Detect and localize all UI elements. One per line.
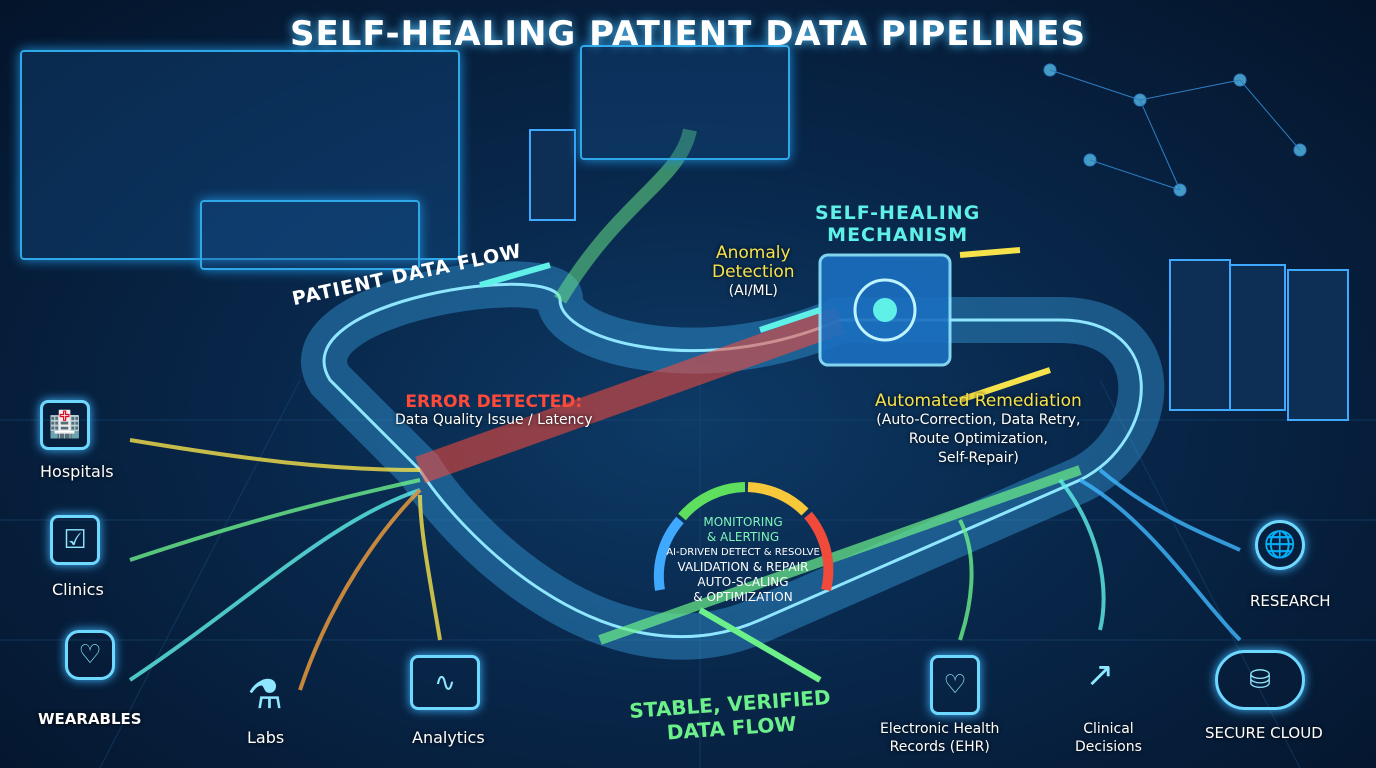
source-analytics: Analytics — [412, 728, 485, 747]
output-research: RESEARCH — [1250, 592, 1331, 610]
anomaly-line1: Anomaly — [716, 243, 791, 263]
clinical-line1: Clinical — [1083, 721, 1134, 737]
remediation-line3: Self-Repair) — [937, 450, 1019, 466]
gauge-line4: VALIDATION & REPAIR — [677, 560, 809, 574]
remediation-line1: (Auto-Correction, Data Retry, — [876, 412, 1081, 428]
gauge-line6: & OPTIMIZATION — [693, 590, 793, 604]
source-labs: Labs — [247, 728, 285, 747]
gauge-line5: AUTO-SCALING — [697, 575, 789, 589]
error-heading: ERROR DETECTED: — [405, 392, 583, 412]
self-healing-cube — [818, 253, 952, 367]
output-ehr: Electronic Health Records (EHR) — [880, 720, 999, 756]
flask-icon: ⚗ — [247, 672, 283, 718]
ehr-line1: Electronic Health — [880, 721, 1000, 737]
source-hospitals: Hospitals — [40, 462, 114, 481]
monitoring-panel — [580, 45, 790, 160]
monitoring-gauge — [653, 482, 834, 592]
cloud-database-icon: ⛁ — [1215, 650, 1305, 710]
bar-chart-icon: ↗ — [1085, 655, 1115, 695]
upper-flow-stream — [553, 128, 697, 304]
server-racks — [529, 129, 1349, 421]
smartwatch-icon: ♡ — [65, 630, 115, 680]
anomaly-line2: Detection — [712, 262, 795, 282]
anomaly-detection-label: Anomaly Detection (AI/ML) — [712, 244, 795, 301]
monitoring-gauge-text: MONITORING & ALERTING AI-DRIVEN DETECT &… — [648, 515, 838, 605]
automated-remediation-label: Automated Remediation (Auto-Correction, … — [875, 392, 1082, 468]
workstation-monitors — [200, 200, 420, 270]
input-streams — [128, 438, 442, 691]
floor-grid — [0, 379, 1376, 768]
self-healing-mechanism-label: SELF-HEALING MECHANISM — [815, 202, 980, 246]
clipboard-icon: ☑ — [50, 515, 100, 565]
ehr-clipboard-icon: ♡ — [930, 655, 980, 715]
output-secure-cloud: SECURE CLOUD — [1205, 724, 1323, 742]
gauge-line3: AI-DRIVEN DETECT & RESOLVE — [666, 547, 820, 558]
page-title: SELF-HEALING PATIENT DATA PIPELINES — [290, 14, 1086, 54]
gauge-line1: MONITORING — [703, 515, 783, 529]
ehr-line2: Records (EHR) — [889, 739, 990, 755]
clinical-dashboard-panel — [20, 50, 460, 260]
source-wearables: WEARABLES — [38, 710, 142, 728]
source-clinics: Clinics — [52, 580, 104, 599]
error-detail: Data Quality Issue / Latency — [395, 412, 593, 428]
clinical-line2: Decisions — [1075, 739, 1142, 755]
mechanism-line1: SELF-HEALING — [815, 202, 981, 224]
anomaly-line3: (AI/ML) — [728, 283, 778, 299]
monitor-icon: ∿ — [410, 655, 480, 710]
gauge-line2: & ALERTING — [706, 530, 780, 544]
output-clinical-decisions: Clinical Decisions — [1075, 720, 1142, 756]
mechanism-line2: MECHANISM — [827, 224, 969, 246]
remediation-heading: Automated Remediation — [875, 391, 1082, 411]
remediation-line2: Route Optimization, — [908, 431, 1048, 447]
globe-search-icon: 🌐 — [1255, 520, 1305, 570]
world-network-map — [1043, 63, 1307, 197]
error-detected-label: ERROR DETECTED: Data Quality Issue / Lat… — [395, 392, 593, 428]
output-streams — [958, 468, 1242, 642]
stable-flow-stream — [598, 465, 1082, 645]
pipe-outline — [322, 282, 1143, 639]
hospital-icon: 🏥 — [40, 400, 90, 450]
flow-arrows — [479, 247, 1051, 683]
error-pipe-segment — [415, 306, 845, 484]
